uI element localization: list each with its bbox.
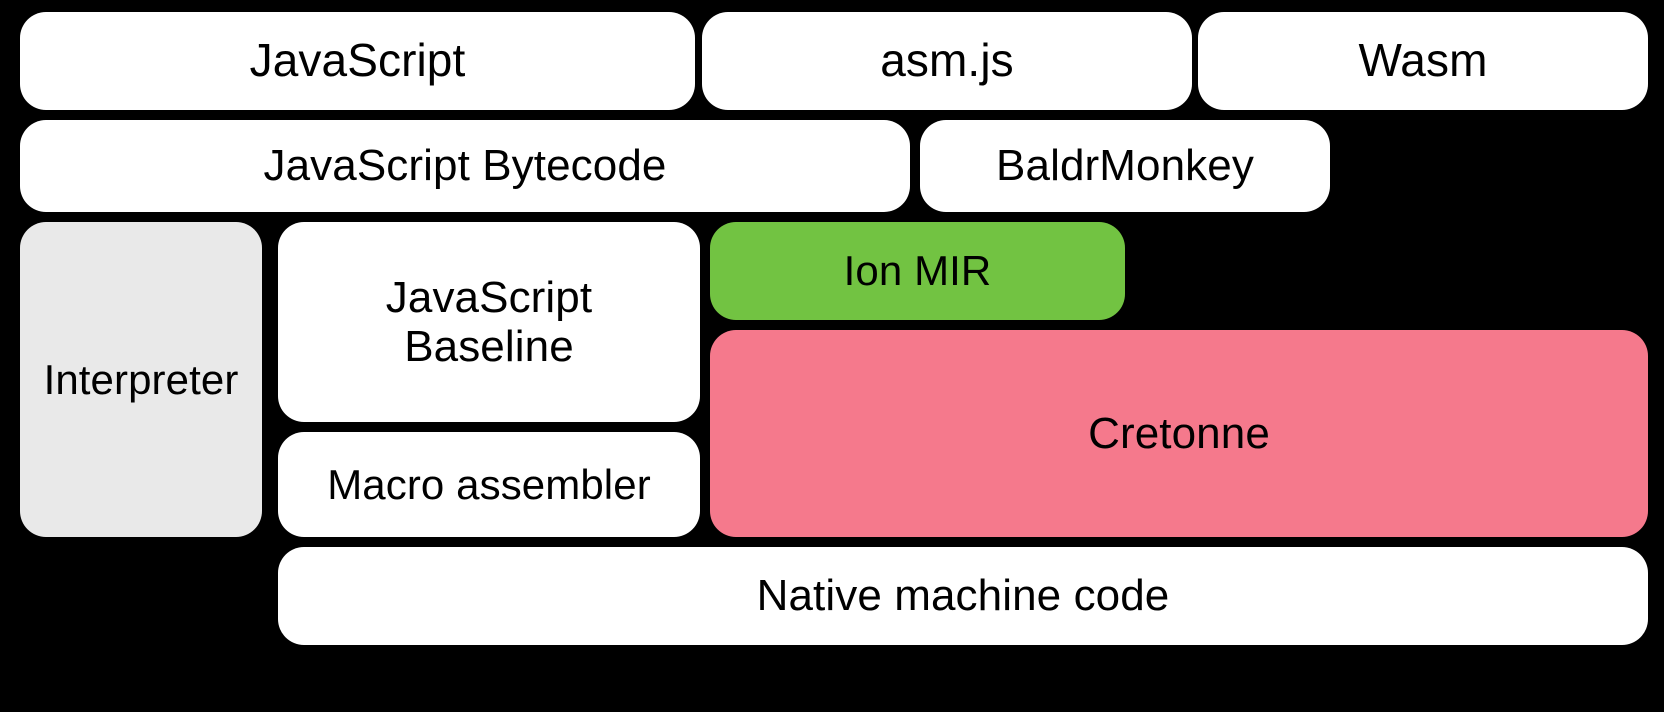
diagram-node-asmjs: asm.js: [702, 12, 1192, 110]
diagram-node-label: BaldrMonkey: [996, 141, 1254, 191]
diagram-node-label: JavaScript: [249, 34, 466, 87]
diagram-node-javascript-baseline: JavaScript Baseline: [278, 222, 700, 422]
diagram-node-label: Wasm: [1358, 34, 1488, 87]
diagram-node-cretonne: Cretonne: [710, 330, 1648, 537]
diagram-node-interpreter: Interpreter: [20, 222, 262, 537]
diagram-node-javascript: JavaScript: [20, 12, 695, 110]
diagram-node-label: Cretonne: [1088, 408, 1270, 458]
diagram-node-baldrmonkey: BaldrMonkey: [920, 120, 1330, 212]
diagram-node-label: asm.js: [880, 34, 1014, 87]
diagram-node-ion-mir: Ion MIR: [710, 222, 1125, 320]
diagram-node-native-machine-code: Native machine code: [278, 547, 1648, 645]
diagram-node-javascript-bytecode: JavaScript Bytecode: [20, 120, 910, 212]
diagram-node-wasm: Wasm: [1198, 12, 1648, 110]
diagram-node-label: Interpreter: [43, 355, 239, 403]
diagram-node-label: JavaScript Baseline: [385, 272, 593, 371]
diagram-node-label: Native machine code: [756, 571, 1170, 621]
diagram-node-label: JavaScript Bytecode: [263, 141, 667, 191]
diagram-node-macro-assembler: Macro assembler: [278, 432, 700, 537]
diagram-node-label: Macro assembler: [327, 460, 651, 508]
diagram-node-label: Ion MIR: [843, 247, 992, 295]
